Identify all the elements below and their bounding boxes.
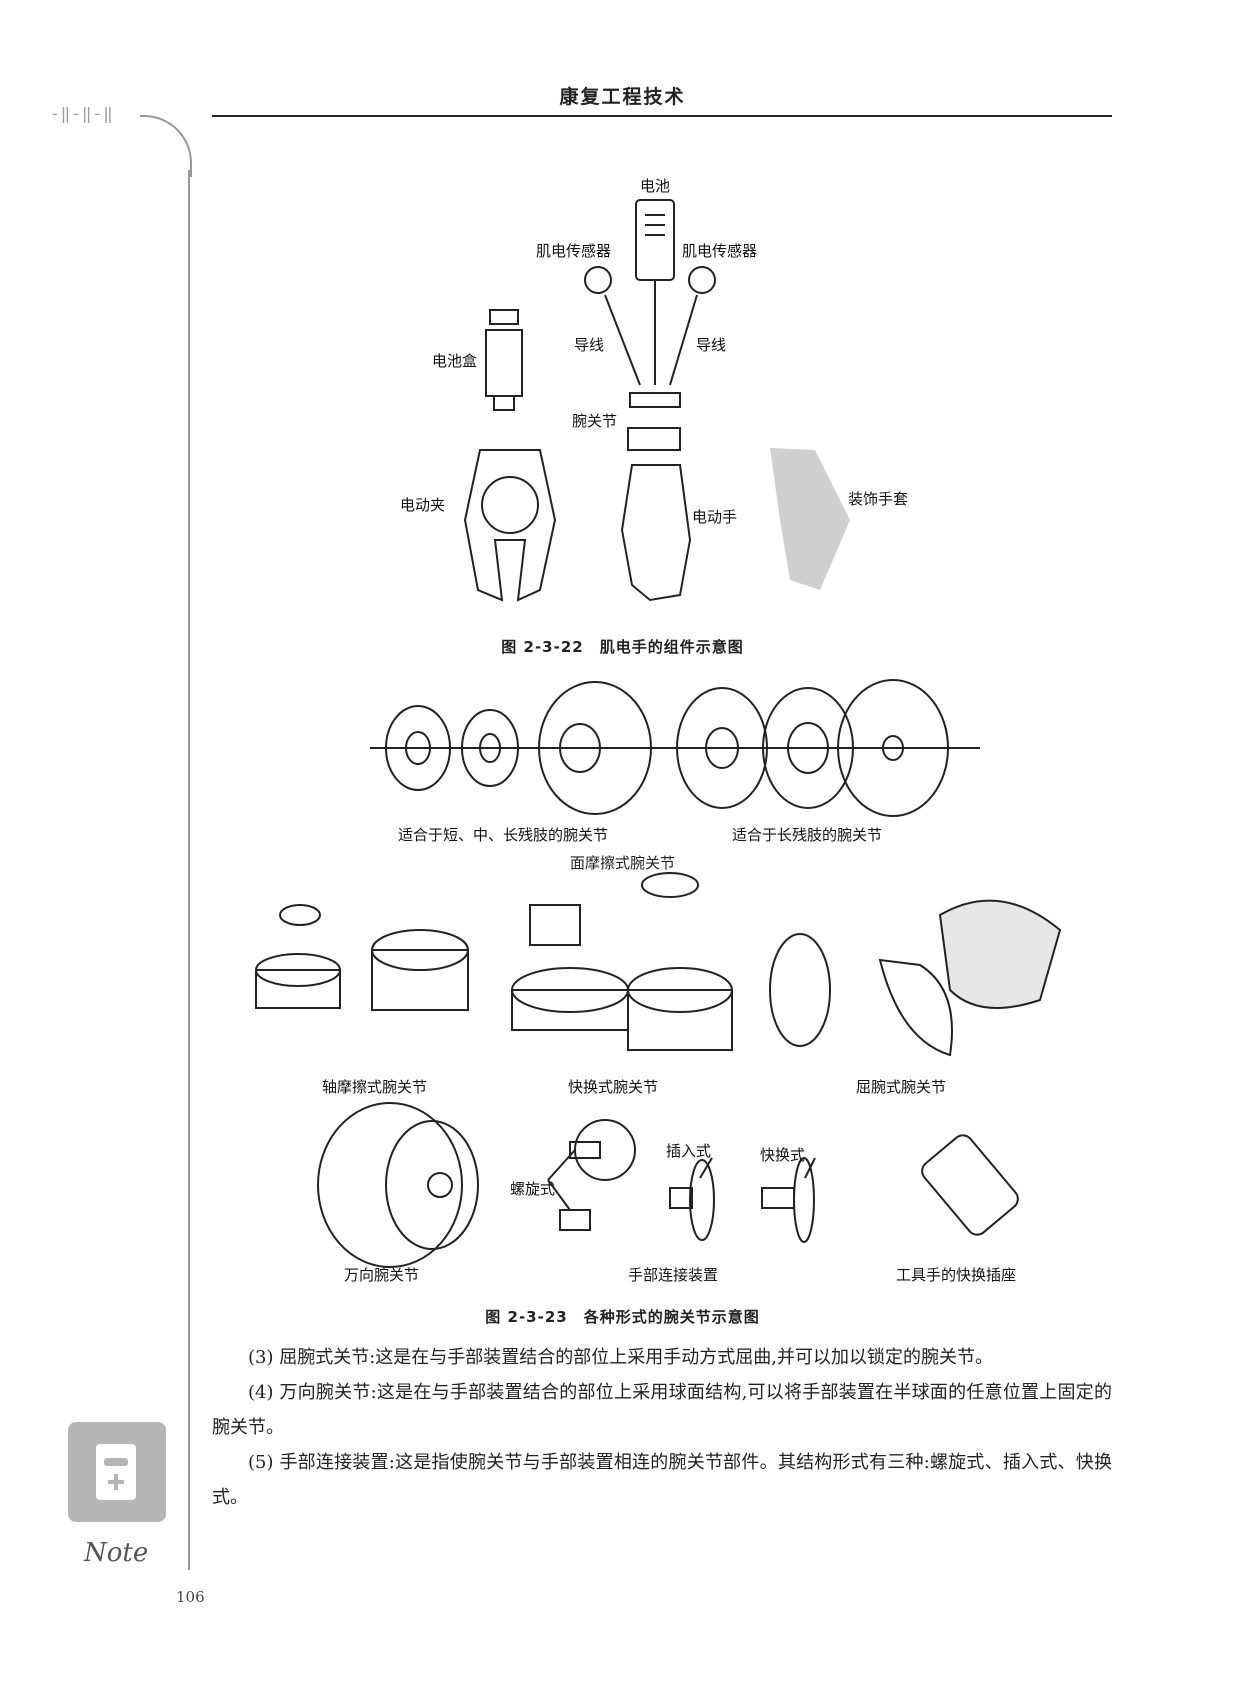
label-sensor-left: 肌电传感器 xyxy=(536,242,612,260)
label-short-mid-long: 适合于短、中、长残肢的腕关节 xyxy=(398,826,609,844)
margin-ticks: -‖-‖-‖ xyxy=(50,104,114,123)
label-flexion: 屈腕式腕关节 xyxy=(856,1078,947,1096)
label-universal: 万向腕关节 xyxy=(344,1266,420,1284)
label-electric-clamp: 电动夹 xyxy=(400,496,446,514)
electric-clamp-illustration xyxy=(463,449,557,602)
label-wrist-joint: 腕关节 xyxy=(572,412,618,430)
tool-socket-illustration xyxy=(921,1134,1019,1236)
header-rule xyxy=(212,115,1112,117)
label-wire-left: 导线 xyxy=(574,336,605,354)
electric-hand-illustration xyxy=(620,464,692,602)
flexion-illustration xyxy=(769,933,831,1047)
sensor-left-illustration xyxy=(584,266,612,294)
body-text: (3) 屈腕式关节:这是在与手部装置结合的部位上采用手动方式屈曲,并可以加以锁定… xyxy=(212,1340,1112,1515)
label-quick-change: 快换式腕关节 xyxy=(568,1078,659,1096)
paragraph-flexion: (3) 屈腕式关节:这是在与手部装置结合的部位上采用手动方式屈曲,并可以加以锁定… xyxy=(248,1347,994,1368)
label-battery-box: 电池盒 xyxy=(432,352,478,370)
universal-joint-illustration xyxy=(317,1102,463,1268)
label-battery: 电池 xyxy=(640,177,671,195)
sensor-right-illustration xyxy=(688,266,716,294)
label-axial-friction: 轴摩擦式腕关节 xyxy=(322,1078,428,1096)
margin-rule xyxy=(188,170,190,1570)
battery-illustration xyxy=(635,199,675,281)
screw-connector-illustration xyxy=(574,1119,636,1181)
label-sensor-right: 肌电传感器 xyxy=(682,242,758,260)
face-friction-short-illustration xyxy=(538,681,652,815)
paragraph-universal: (4) 万向腕关节:这是在与手部装置结合的部位上采用球面结构,可以将手部装置在半… xyxy=(212,1382,1112,1438)
running-header: 康复工程技术 xyxy=(559,86,686,108)
note-label: Note xyxy=(84,1538,149,1568)
glove-illustration xyxy=(770,448,850,590)
label-long-only: 适合于长残肢的腕关节 xyxy=(732,826,883,844)
quick-change-illustration xyxy=(529,904,581,946)
quick-connector-illustration xyxy=(761,1187,795,1209)
figure-caption-2: 图 2-3-23 各种形式的腕关节示意图 xyxy=(485,1308,760,1326)
battery-box-illustration xyxy=(485,329,523,397)
label-screw-type: 螺旋式 xyxy=(510,1180,556,1198)
label-insert-type: 插入式 xyxy=(666,1142,712,1160)
label-cosmetic-glove: 装饰手套 xyxy=(848,490,909,508)
wrist-joint-illustration xyxy=(629,392,681,408)
label-wire-right: 导线 xyxy=(696,336,727,354)
insert-connector-illustration xyxy=(669,1187,693,1209)
label-tool-socket: 工具手的快换插座 xyxy=(896,1266,1017,1284)
paragraph-hand-connector: (5) 手部连接装置:这是指使腕关节与手部装置相连的腕关节部件。其结构形式有三种… xyxy=(212,1452,1112,1508)
face-friction-long-illustration xyxy=(762,687,854,809)
label-face-friction: 面摩擦式腕关节 xyxy=(569,854,675,872)
label-hand-connector: 手部连接装置 xyxy=(628,1266,719,1284)
note-icon xyxy=(68,1422,166,1522)
page-number: 106 xyxy=(176,1588,205,1606)
label-quick-type: 快换式 xyxy=(760,1146,806,1164)
label-electric-hand: 电动手 xyxy=(692,508,738,526)
figure-caption-1: 图 2-3-22 肌电手的组件示意图 xyxy=(501,638,744,656)
